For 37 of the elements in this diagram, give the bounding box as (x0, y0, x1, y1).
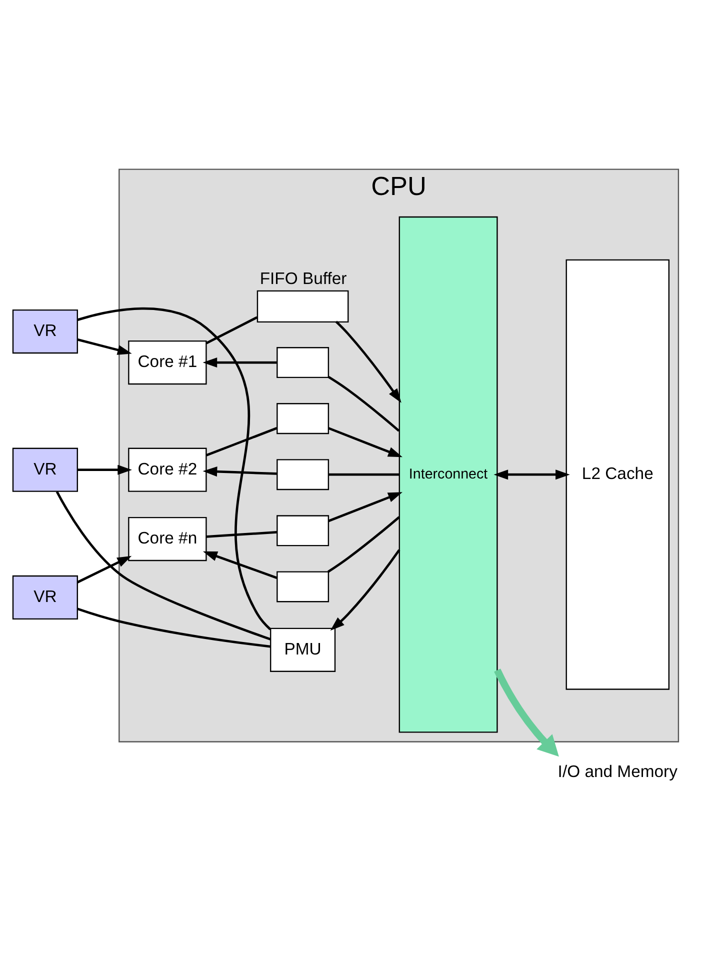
node-box (276, 458, 330, 490)
node-box: L2 Cache (566, 258, 670, 690)
connector (206, 530, 277, 538)
arrow (77, 338, 132, 354)
node-box: VR (12, 574, 78, 620)
node-box: PMU (270, 627, 336, 672)
node-box: VR (12, 308, 78, 354)
connector (77, 306, 272, 630)
arrow (494, 469, 570, 480)
node-box: Core #1 (128, 340, 207, 384)
arrow (202, 550, 278, 578)
node-box (276, 570, 330, 602)
node-box: Interconnect (398, 216, 498, 732)
arrow (328, 492, 402, 522)
node-box: Core #2 (128, 447, 207, 492)
arrow (494, 668, 559, 756)
node-label: FIFO Buffer (260, 268, 347, 288)
connector (206, 316, 258, 344)
node-box (276, 346, 330, 378)
arrow (202, 466, 277, 476)
node-box: Core #n (128, 516, 207, 561)
node-box: VR (12, 447, 78, 492)
arrow (78, 464, 132, 474)
arrow (202, 356, 277, 368)
connector (77, 607, 270, 648)
connector (206, 426, 278, 456)
connector (328, 516, 400, 572)
connector (328, 375, 400, 432)
node-box (276, 402, 330, 434)
arrow (328, 426, 402, 457)
node-box (276, 514, 330, 546)
connector (328, 472, 400, 476)
arrow (77, 555, 132, 583)
node-text: I/O and Memory (558, 762, 678, 781)
arrow (335, 320, 402, 402)
arrow (330, 548, 400, 630)
connector (56, 490, 271, 640)
